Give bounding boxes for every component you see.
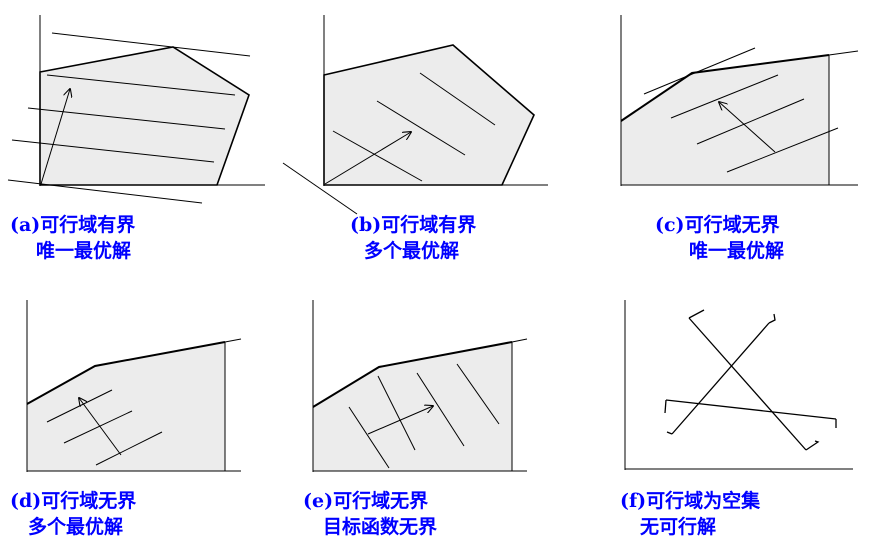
caption-tag: (f): [620, 490, 647, 512]
objective-contour: [456, 363, 500, 425]
objective-contour: [46, 74, 236, 96]
objective-contour: [726, 127, 839, 173]
caption-title: 可行域有界: [381, 214, 477, 236]
panel-f: [624, 300, 853, 470]
objective-contour: [7, 179, 203, 204]
feasible-region: [27, 342, 225, 471]
optimal-contour: [643, 47, 756, 95]
caption-panel-e: (e)可行域无界 目标函数无界: [303, 488, 437, 540]
caption-panel-c: (c)可行域无界 唯一最优解: [655, 212, 784, 264]
caption-panel-d: (d)可行域无界 多个最优解: [10, 488, 136, 540]
objective-contour: [377, 375, 416, 451]
objective-gradient-arrow: [719, 102, 776, 153]
caption-tag: (e): [303, 490, 334, 512]
constraint-line: [671, 322, 770, 435]
objective-contour: [416, 372, 465, 447]
panel-c: [620, 15, 859, 186]
caption-subtitle: 目标函数无界: [323, 516, 438, 538]
region-boundary: [312, 341, 513, 408]
caption-subtitle: 唯一最优解: [689, 240, 785, 262]
panel-a: [7, 15, 265, 204]
half-plane-hatch: [666, 431, 673, 435]
objective-gradient-arrow: [79, 398, 122, 456]
boundary-extension: [828, 50, 859, 56]
objective-contour: [670, 74, 779, 119]
caption-title: 可行域为空集: [646, 490, 761, 512]
half-plane-hatch: [664, 399, 667, 414]
constraint-line: [665, 399, 837, 420]
objective-contour: [419, 72, 496, 126]
half-plane-hatch: [688, 309, 705, 319]
caption-title: 可行域无界: [41, 490, 137, 512]
objective-gradient-arrow: [367, 406, 433, 435]
caption-panel-f: (f)可行域为空集 无可行解: [620, 488, 760, 540]
caption-title: 可行域有界: [40, 214, 136, 236]
objective-contour: [63, 410, 133, 444]
caption-title: 可行域无界: [684, 214, 780, 236]
caption-subtitle: 多个最优解: [364, 240, 460, 262]
caption-tag: (c): [655, 214, 685, 236]
caption-title: 可行域无界: [333, 490, 429, 512]
feasible-region: [621, 55, 829, 185]
feasible-region: [39, 46, 250, 186]
caption-tag: (a): [10, 214, 41, 236]
region-boundary: [26, 341, 226, 405]
feasible-region: [313, 342, 512, 471]
objective-contour: [27, 107, 226, 130]
caption-panel-b: (b)可行域有界 多个最优解: [350, 212, 476, 264]
caption-subtitle: 唯一最优解: [36, 240, 132, 262]
objective-contour: [348, 406, 390, 469]
feasible-region: [323, 44, 535, 186]
objective-contour: [11, 139, 215, 163]
objective-contour: [282, 162, 358, 215]
objective-contour: [696, 98, 805, 145]
objective-contour: [332, 130, 423, 182]
boundary-extension: [224, 338, 242, 343]
caption-panel-a: (a)可行域有界 唯一最优解: [10, 212, 135, 264]
caption-subtitle: 多个最优解: [28, 516, 124, 538]
objective-gradient-arrow: [40, 89, 70, 185]
objective-contour: [376, 100, 466, 156]
panel-d: [26, 300, 242, 472]
half-plane-hatch: [768, 313, 776, 324]
region-boundary: [620, 54, 830, 122]
caption-tag: (b): [350, 214, 382, 236]
panel-b: [282, 15, 548, 215]
half-plane-hatch: [805, 440, 820, 451]
panel-e: [312, 300, 528, 472]
objective-contour: [95, 431, 163, 466]
objective-contour: [51, 32, 251, 57]
caption-tag: (d): [10, 490, 42, 512]
caption-subtitle: 无可行解: [640, 516, 717, 538]
objective-gradient-arrow: [324, 132, 411, 185]
boundary-extension: [511, 338, 528, 343]
constraint-line: [688, 317, 807, 451]
